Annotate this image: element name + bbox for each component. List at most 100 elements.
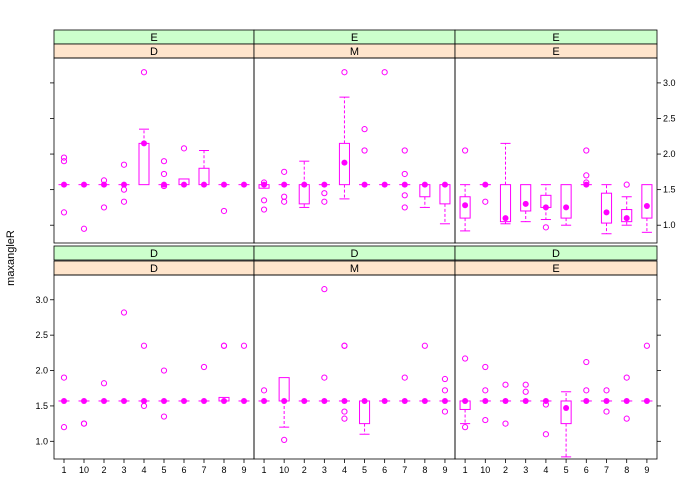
median-dot [381, 397, 388, 404]
outlier-point [482, 198, 489, 205]
box-1 [58, 374, 70, 431]
outlier-point [120, 186, 128, 193]
median-dot [221, 397, 227, 404]
median-dot [201, 397, 207, 404]
median-dot [502, 397, 509, 404]
outlier-point [583, 358, 590, 366]
box-2 [98, 380, 110, 404]
median-dot [61, 181, 67, 188]
outlier-point [583, 179, 590, 186]
box-7 [399, 147, 411, 211]
box-2 [499, 381, 512, 427]
x-tick-label: 7 [201, 465, 206, 475]
panel-frame [253, 274, 456, 460]
outlier-point [80, 420, 88, 427]
box-body [560, 400, 572, 425]
box-body [641, 184, 653, 219]
panel-frame [53, 274, 255, 460]
box-7 [399, 374, 411, 404]
outlier-point [140, 402, 148, 410]
box-9 [641, 184, 653, 233]
strip-inner-label: M [350, 263, 359, 275]
box-5 [359, 126, 371, 188]
outlier-point [160, 158, 168, 165]
box-10 [78, 181, 90, 232]
box-4 [540, 397, 552, 438]
outlier-point [100, 204, 108, 211]
box-3 [118, 309, 130, 404]
outlier-point [623, 374, 630, 381]
box-body [560, 184, 572, 219]
box-9 [439, 181, 451, 225]
outlier-point [341, 342, 348, 349]
x-tick-label: 6 [584, 465, 589, 475]
median-dot [161, 397, 167, 404]
x-tick-label: 9 [644, 465, 649, 475]
x-tick-label: 7 [402, 465, 407, 475]
outlier-point [60, 158, 68, 165]
median-dot [421, 181, 428, 188]
box-1 [459, 355, 471, 431]
outlier-point [462, 147, 469, 154]
median-dot [441, 181, 448, 188]
box-1 [258, 179, 270, 213]
x-tick-label: 10 [480, 465, 490, 475]
outlier-point [482, 416, 489, 424]
x-tick-label: 7 [604, 465, 609, 475]
outlier-point [240, 342, 248, 349]
median-dot [381, 181, 388, 188]
box-9 [238, 342, 250, 404]
outlier-point [623, 181, 630, 188]
outlier-point [60, 209, 68, 216]
box-8 [218, 342, 230, 404]
outlier-point [482, 387, 489, 394]
box-1 [459, 147, 471, 232]
x-tick-label: 3 [322, 465, 327, 475]
median-dot [181, 181, 187, 188]
outlier-point [140, 342, 148, 349]
median-dot [522, 200, 529, 207]
x-tick-label: 10 [79, 465, 89, 475]
box-body [499, 184, 512, 223]
median-dot [261, 397, 268, 404]
strip-inner-label: D [150, 46, 158, 58]
x-tick-label: 1 [262, 465, 267, 475]
x-tick-label: 2 [503, 465, 508, 475]
outlier-point [120, 309, 128, 316]
strip-inner-label: E [552, 263, 559, 275]
strip-outer-label: E [552, 32, 559, 44]
median-dot [81, 181, 87, 188]
y-tick-label: 2.5 [35, 330, 48, 340]
outlier-point [120, 198, 128, 205]
median-dot [421, 397, 428, 404]
y-tick-label: 1.5 [35, 401, 48, 411]
box-4 [338, 69, 350, 200]
median-dot [81, 397, 87, 404]
strip-outer-label: E [150, 32, 157, 44]
box-10 [78, 397, 90, 427]
outlier-point [100, 177, 108, 184]
box-body [338, 142, 350, 186]
outlier-point [60, 374, 68, 381]
median-dot [241, 181, 247, 188]
box-body [278, 377, 290, 402]
box-3 [520, 381, 532, 404]
outlier-point [341, 69, 348, 76]
median-dot [441, 397, 448, 404]
box-3 [318, 181, 330, 205]
box-8 [621, 374, 633, 422]
box-body [600, 192, 613, 224]
outlier-point [140, 69, 148, 76]
box-4 [540, 184, 552, 231]
y-tick-label: 1.0 [35, 436, 48, 446]
x-tick-label: 4 [141, 465, 146, 475]
median-dot [482, 181, 489, 188]
outlier-point [341, 408, 348, 415]
x-tick-label: 6 [382, 465, 387, 475]
outlier-point [100, 380, 108, 387]
median-dot [623, 215, 630, 222]
box-body [520, 184, 532, 212]
box-body [359, 400, 371, 425]
box-4 [138, 342, 150, 410]
